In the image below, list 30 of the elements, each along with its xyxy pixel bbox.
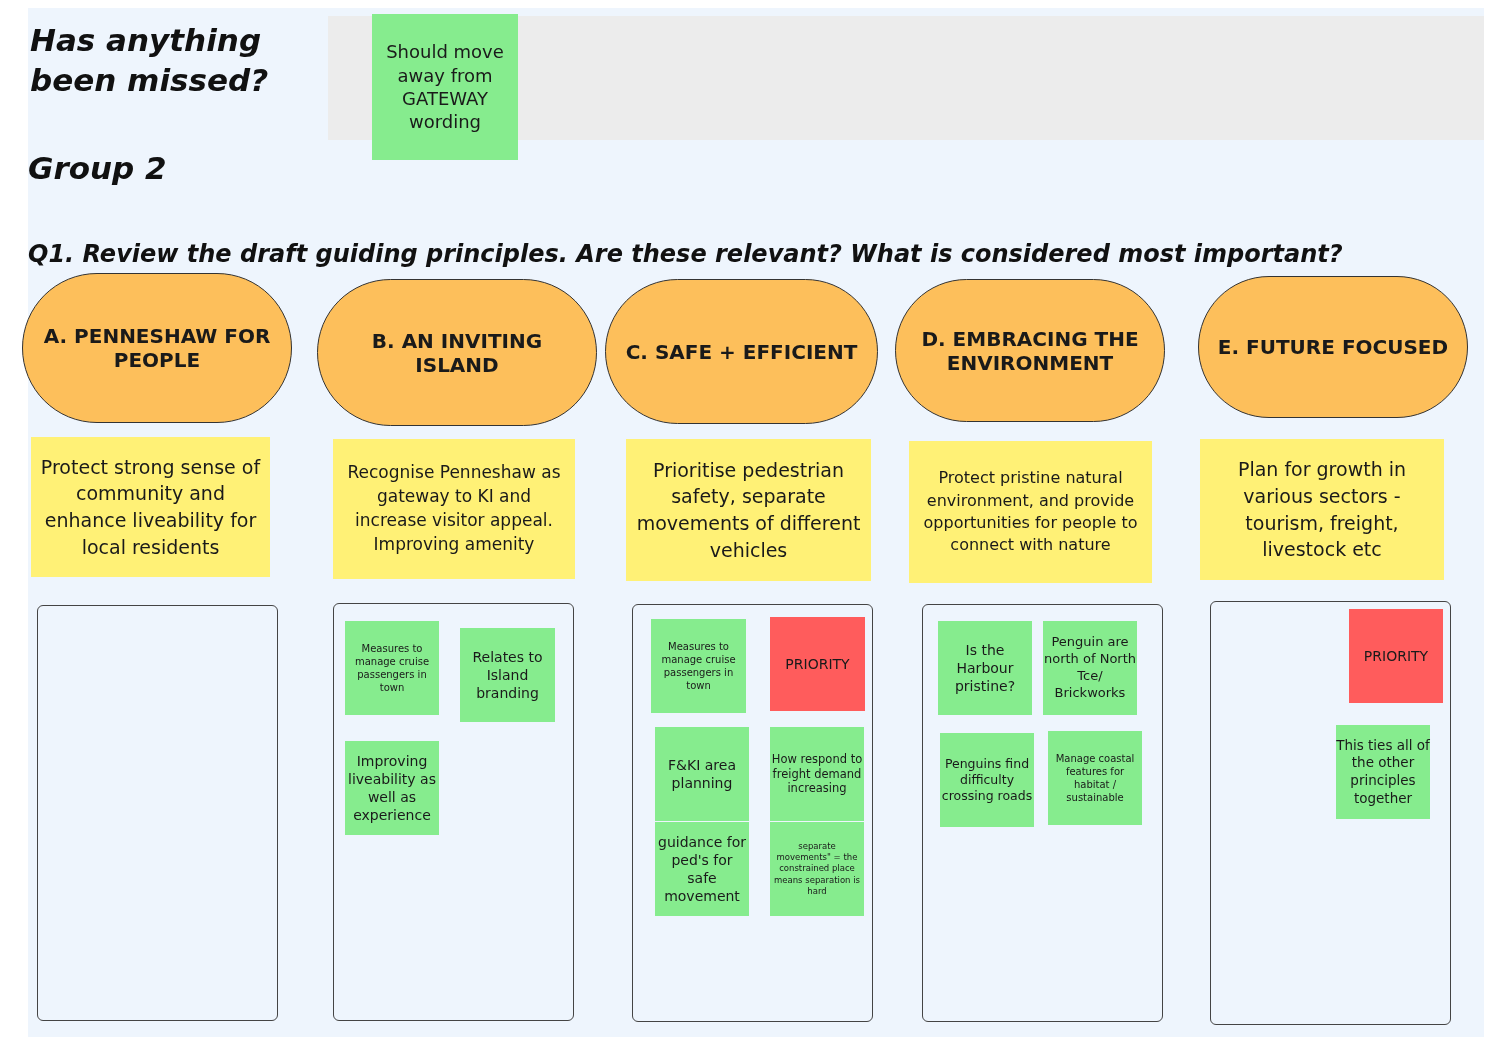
- sticky-note: Penguins find difficulty crossing roads: [940, 733, 1034, 827]
- sticky-note: Should move away from GATEWAY wording: [372, 14, 518, 160]
- group-heading: Group 2: [28, 150, 167, 186]
- column-frame: [1210, 601, 1451, 1025]
- sticky-note: Measures to manage cruise passengers in town: [651, 619, 746, 713]
- sticky-note: How respond to freight demand increasing: [770, 727, 864, 821]
- sticky-note: Relates to Island branding: [460, 628, 555, 722]
- sticky-note: Penguin are north of North Tce/ Brickworks: [1043, 621, 1137, 715]
- column-frame: [333, 603, 574, 1021]
- question-title: Q1. Review the draft guiding principles. Are these relevant? What is considered most important?: [28, 240, 1343, 268]
- sticky-note: Manage coastal features for habitat / sustainable: [1048, 731, 1142, 825]
- principle-heading-pill: A. PENNESHAW FOR PEOPLE: [22, 273, 292, 423]
- sticky-note: PRIORITY: [770, 617, 865, 711]
- principle-note: Recognise Penneshaw as gateway to KI and increase visitor appeal. Improving amenity: [333, 439, 575, 579]
- column-frame: [632, 604, 873, 1022]
- principle-note: Plan for growth in various sectors - tourism, freight, livestock etc: [1200, 439, 1444, 580]
- sticky-note: PRIORITY: [1349, 609, 1443, 703]
- column-frame: [37, 605, 278, 1021]
- sticky-note: Is the Harbour pristine?: [938, 621, 1032, 715]
- section-heading: Has anything been missed?: [30, 21, 270, 101]
- sticky-note: This ties all of the other principles together: [1336, 725, 1430, 819]
- sticky-note: separate movements" = the constrained place means separation is hard: [770, 822, 864, 916]
- principle-note: Protect pristine natural environment, and provide opportunities for people to connect with nature: [909, 441, 1152, 583]
- principle-note: Protect strong sense of community and enhance liveability for local residents: [31, 437, 270, 577]
- principle-note: Prioritise pedestrian safety, separate movements of different vehicles: [626, 439, 871, 581]
- sticky-note: Measures to manage cruise passengers in town: [345, 621, 439, 715]
- column-frame: [922, 604, 1163, 1022]
- sticky-note: guidance for ped's for safe movement: [655, 822, 749, 916]
- sticky-note: F&KI area planning: [655, 727, 749, 821]
- sticky-note: Improving liveability as well as experience: [345, 741, 439, 835]
